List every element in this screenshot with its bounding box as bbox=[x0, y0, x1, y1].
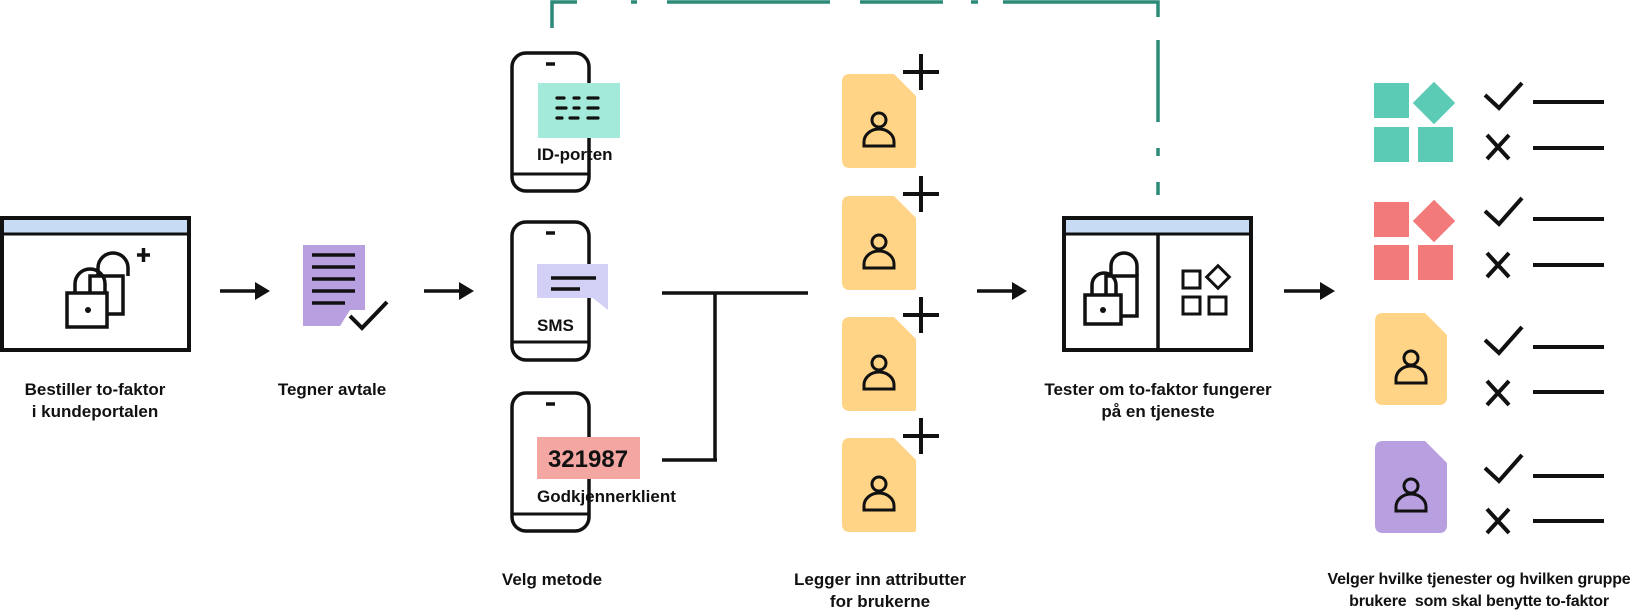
arrow-right-icon bbox=[977, 282, 1027, 300]
step-label-velger-line2: brukere som skal benytte to-faktor bbox=[1349, 593, 1609, 610]
lock-plus-icon bbox=[65, 248, 150, 329]
user-document-icon-purple bbox=[1375, 441, 1447, 533]
method-connector bbox=[662, 291, 808, 462]
cross-icon bbox=[1485, 133, 1604, 161]
arrow-right-icon bbox=[220, 282, 270, 300]
arrow-right-icon bbox=[424, 282, 474, 300]
arrow-right-icon bbox=[1284, 282, 1335, 300]
step-label-velg: Velg metode bbox=[482, 569, 622, 591]
cross-icon bbox=[1485, 507, 1604, 535]
user-document-icon bbox=[842, 176, 939, 290]
test-connector-line bbox=[550, 0, 1160, 195]
step-label-legger-line1: Legger inn attributter bbox=[794, 570, 966, 589]
check-icon bbox=[1483, 453, 1604, 484]
method-label-idporten: ID-porten bbox=[537, 145, 613, 164]
check-icon bbox=[1483, 196, 1604, 227]
user-document-icons bbox=[842, 54, 939, 532]
step-label-bestiller-line2: i kundeportalen bbox=[31, 402, 159, 421]
user-document-icon-yellow bbox=[1375, 313, 1447, 405]
check-icon bbox=[1483, 81, 1604, 111]
step-label-tester-line2: på en tjeneste bbox=[1101, 402, 1215, 421]
step-label-legger: Legger inn attributter for brukerne bbox=[770, 569, 990, 613]
step-label-bestiller-line1: Bestiller to-faktor bbox=[24, 380, 166, 399]
phone-icon-godkjenner bbox=[510, 391, 640, 533]
check-icon bbox=[1483, 325, 1604, 356]
step-label-bestiller: Bestiller to-faktor i kundeportalen bbox=[0, 379, 190, 423]
selection-marks bbox=[1483, 81, 1604, 535]
user-document-icon bbox=[842, 54, 939, 168]
step-label-legger-line2: for brukerne bbox=[829, 592, 931, 611]
lock-icon bbox=[1083, 251, 1139, 326]
step-label-tegner-line1: Tegner avtale bbox=[277, 380, 387, 399]
phone-icon-idporten bbox=[510, 51, 620, 193]
user-document-icon bbox=[842, 297, 939, 411]
document-check-icon bbox=[303, 245, 389, 331]
method-label-sms: SMS bbox=[537, 316, 574, 335]
method-code: 321987 bbox=[548, 446, 628, 473]
cross-icon bbox=[1485, 251, 1604, 279]
step-label-tester: Tester om to-faktor fungerer på en tjene… bbox=[1018, 379, 1298, 423]
phone-icon-sms bbox=[510, 220, 608, 362]
user-document-icon bbox=[842, 418, 939, 532]
step-label-tester-line1: Tester om to-faktor fungerer bbox=[1044, 380, 1272, 399]
step-label-velger-line1: Velger hvilke tjenester og hvilken grupp… bbox=[1327, 571, 1631, 588]
service-icon-red bbox=[1374, 199, 1456, 280]
shapes-icon bbox=[1181, 263, 1232, 316]
cross-icon bbox=[1485, 379, 1604, 407]
service-icon-teal bbox=[1374, 81, 1456, 162]
step-label-velg-line1: Velg metode bbox=[501, 570, 603, 589]
method-label-godkjenner: Godkjennerklient bbox=[537, 487, 676, 506]
step-label-tegner: Tegner avtale bbox=[262, 379, 402, 401]
step-label-velger: Velger hvilke tjenester og hvilken grupp… bbox=[1306, 569, 1652, 613]
test-window-icon bbox=[1062, 216, 1253, 352]
